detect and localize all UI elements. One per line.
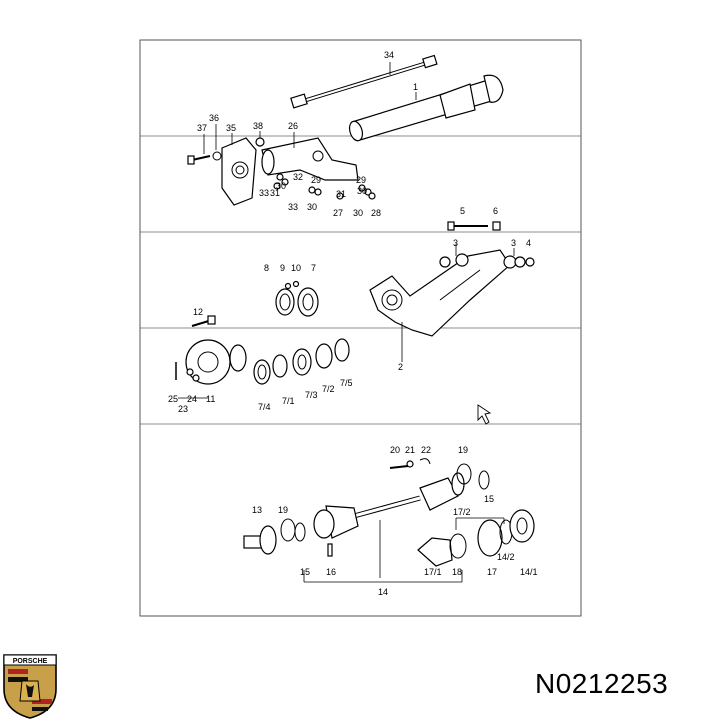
label-5: 5 — [460, 206, 465, 216]
part-34-torsion-bar — [290, 54, 438, 109]
part-37-bolt — [187, 155, 211, 165]
label-7-5: 7/5 — [340, 378, 353, 388]
label-19-a: 19 — [458, 445, 468, 455]
part-10-washer — [292, 280, 300, 288]
part-15-ring-upper — [478, 470, 490, 490]
part-6-nut — [492, 221, 501, 231]
label-14: 14 — [378, 587, 388, 597]
label-33-a: 33 — [259, 188, 269, 198]
part-8-seal — [275, 288, 295, 316]
label-27: 27 — [333, 208, 343, 218]
part-7-1-ring — [272, 354, 288, 378]
label-13: 13 — [252, 505, 262, 515]
label-25: 25 — [168, 394, 178, 404]
label-30-b: 30 — [307, 202, 317, 212]
leader-lines — [178, 62, 515, 583]
label-18: 18 — [452, 567, 462, 577]
label-38: 38 — [253, 121, 263, 131]
part-9-screw — [284, 282, 292, 290]
label-28: 28 — [371, 208, 381, 218]
part-7-2-ring — [315, 343, 333, 369]
label-29-a: 29 — [311, 175, 321, 185]
part-38-nut — [255, 137, 265, 147]
label-31-b: 31 — [336, 189, 346, 199]
label-7-4: 7/4 — [258, 402, 271, 412]
porsche-crest-logo: PORSCHE — [3, 654, 57, 719]
label-15-a: 15 — [484, 494, 494, 504]
label-32: 32 — [293, 172, 303, 182]
label-7-3: 7/3 — [305, 390, 318, 400]
part-25-23-24-fasteners — [175, 362, 200, 382]
part-19-circlip-upper — [456, 463, 472, 485]
label-7-1: 7/1 — [282, 396, 295, 406]
part-number: N0212253 — [535, 668, 669, 699]
part-7-bearing — [297, 287, 319, 317]
part-11-hub — [185, 339, 247, 385]
label-10: 10 — [291, 263, 301, 273]
label-3-b: 3 — [511, 238, 516, 248]
part-17-boot-assembly — [417, 509, 535, 567]
label-20: 20 — [390, 445, 400, 455]
part-7-3-bearing — [292, 348, 312, 376]
part-16-pin — [327, 543, 333, 557]
part-small-fasteners-top — [273, 173, 376, 200]
label-17-1: 17/1 — [424, 567, 442, 577]
svg-text:PORSCHE: PORSCHE — [13, 658, 48, 665]
label-11: 11 — [206, 394, 215, 404]
part-14-drive-shaft — [313, 472, 465, 539]
part-1-tube — [348, 74, 504, 142]
part-19-circlip — [280, 518, 296, 542]
label-7: 7 — [311, 263, 316, 273]
part-4-nut — [525, 257, 535, 267]
label-30-d: 30 — [353, 208, 363, 218]
part-5-bolt — [447, 221, 488, 231]
label-26: 26 — [288, 121, 298, 131]
label-21: 21 — [405, 445, 415, 455]
label-23: 23 — [178, 404, 188, 414]
part-35-bracket — [221, 137, 257, 206]
label-9: 9 — [280, 263, 285, 273]
label-8: 8 — [264, 263, 269, 273]
label-6: 6 — [493, 206, 498, 216]
label-16: 16 — [326, 567, 336, 577]
pointer-arrow — [477, 404, 492, 425]
label-2: 2 — [398, 362, 403, 372]
part-2-trailing-arm — [369, 249, 511, 337]
label-19-b: 19 — [278, 505, 288, 515]
part-15-ring — [294, 522, 306, 542]
label-3-a: 3 — [453, 238, 458, 248]
part-3-bushings — [439, 253, 526, 269]
label-12: 12 — [193, 307, 203, 317]
label-7-2: 7/2 — [322, 384, 335, 394]
label-17: 17 — [487, 567, 497, 577]
part-36-washer — [212, 151, 222, 161]
label-24: 24 — [187, 394, 197, 404]
label-4: 4 — [526, 238, 531, 248]
label-31-a: 31 — [270, 188, 280, 198]
label-22: 22 — [421, 445, 431, 455]
label-17-2: 17/2 — [453, 507, 471, 517]
label-36: 36 — [209, 113, 219, 123]
label-34: 34 — [384, 50, 394, 60]
label-15-b: 15 — [300, 567, 310, 577]
part-26-spring-plate — [261, 137, 359, 181]
label-37: 37 — [197, 123, 207, 133]
part-7-5-ring — [334, 338, 350, 362]
label-35: 35 — [226, 123, 236, 133]
part-7-4-ring — [253, 359, 271, 385]
part-20-22-fasteners — [389, 458, 431, 469]
part-13-flange — [243, 525, 277, 555]
label-33-b: 33 — [288, 202, 298, 212]
label-30-c: 30 — [357, 186, 367, 196]
label-29-b: 29 — [356, 175, 366, 185]
part-12-bolt — [191, 315, 216, 327]
label-1: 1 — [413, 82, 418, 92]
label-14-2: 14/2 — [497, 552, 515, 562]
label-14-1: 14/1 — [520, 567, 538, 577]
label-30-a: 30 — [276, 181, 286, 191]
